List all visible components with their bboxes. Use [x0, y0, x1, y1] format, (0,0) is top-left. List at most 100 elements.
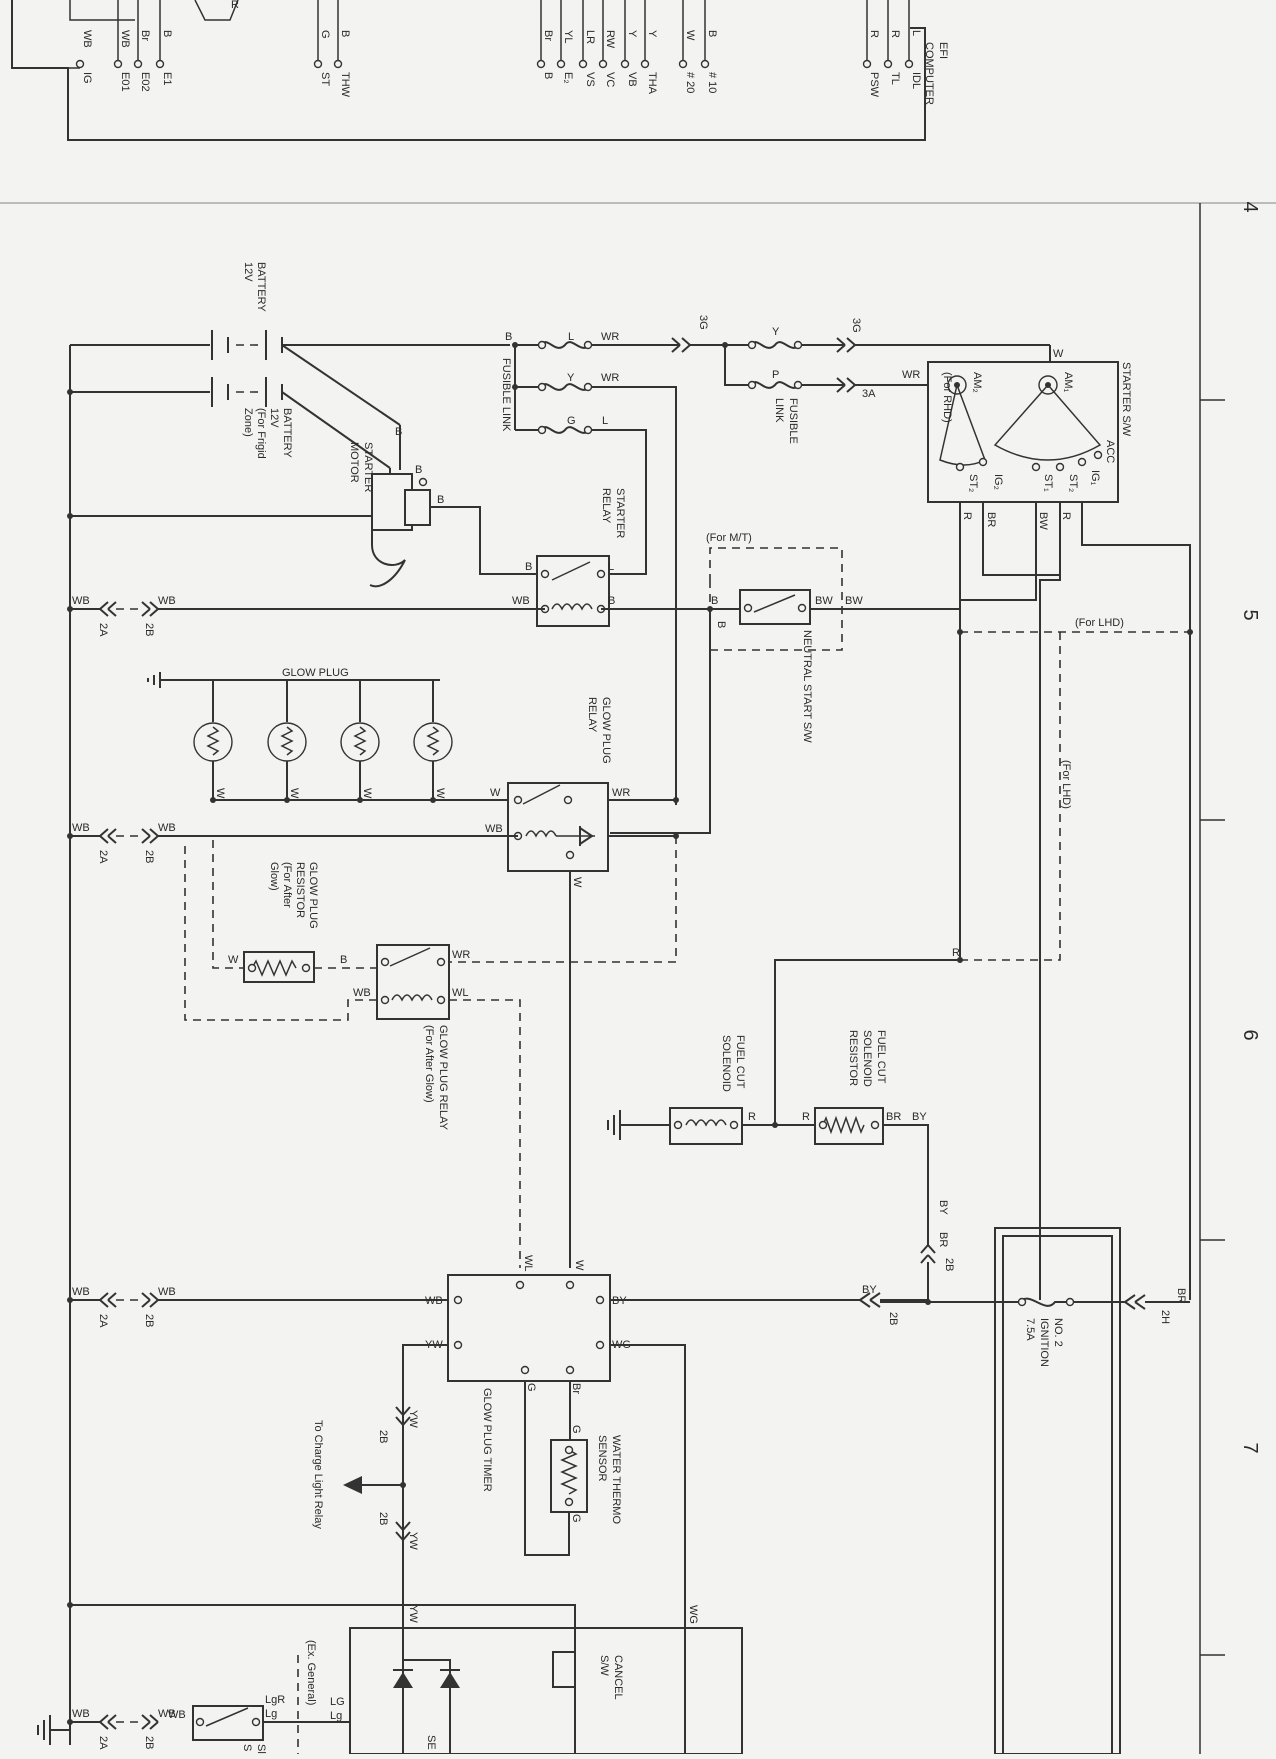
glow-plug-element: [340, 722, 380, 762]
gpra-label-1: GLOW PLUG RELAY: [437, 1025, 449, 1131]
efi-wire-label: Br: [542, 30, 554, 41]
efi-terminal-label: IG: [81, 72, 93, 84]
wts-label-2: SENSOR: [596, 1435, 608, 1482]
connector-2B: [141, 601, 159, 617]
wb-row-junction: [67, 1719, 73, 1725]
efi-terminal-pin: [700, 59, 710, 69]
wire-label: R: [748, 1111, 756, 1123]
connector-2A-label: 2A: [97, 1736, 109, 1750]
glow-plug-element: [267, 722, 307, 762]
efi-terminal-pin: [598, 59, 608, 69]
connector-2A: [99, 828, 117, 844]
starter-motor: STARTER MOTOR B B: [67, 425, 540, 588]
wts-label-1: WATER THERMO: [610, 1435, 622, 1524]
gpr-label-2: RESISTOR: [294, 862, 306, 918]
efi-terminal-label: # 20: [684, 72, 696, 93]
wire-label: Lg: [330, 1710, 342, 1722]
wire-label: B: [525, 561, 532, 573]
wire-label: G: [567, 415, 576, 427]
efi-wire-label: RW: [604, 30, 616, 49]
glow-plug-element: [413, 722, 453, 762]
wire-label: B: [711, 595, 718, 607]
efi-title-1: EFI: [937, 42, 949, 59]
connector-2A-label: 2A: [97, 1314, 109, 1328]
connector-2B-label: 2B: [143, 850, 155, 863]
fcs-label-2: SOLENOID: [720, 1035, 732, 1092]
glow-plug-coil: [280, 726, 294, 756]
wire-label: W: [228, 954, 239, 966]
starter-motor-label-2: MOTOR: [348, 442, 360, 483]
glow-plug-timer: WL W WB BY YW WG G Br GLOW PLUG TIMER BY…: [402, 1255, 928, 1754]
ex-general-label: (Ex. General): [305, 1640, 317, 1705]
wire-label: LG: [330, 1696, 345, 1708]
wire-label: W: [571, 877, 583, 888]
wire-label: Y: [772, 326, 780, 338]
fcs-label-1: FUEL CUT: [734, 1035, 746, 1089]
efi-terminal-label: VC: [604, 72, 616, 87]
connector-3G-b: 3G: [850, 318, 862, 333]
neutral-note: (For M/T): [706, 532, 752, 544]
starter-relay-label-1: STARTER: [614, 488, 626, 538]
efi-terminal-pin: [313, 59, 323, 69]
glow-plug-element: [193, 722, 233, 762]
term-ST1: ST₁: [1042, 474, 1054, 492]
efi-wire-label: Y: [646, 30, 658, 38]
water-thermo-sensor: G G WATER THERMO SENSOR: [525, 1425, 622, 1556]
wire-label: WR: [902, 369, 920, 381]
fusible-link: L WR Y WR G L FUSIBLE LINK B: [500, 331, 677, 805]
wire-label: YW: [407, 1532, 419, 1550]
efi-wire-label: B: [339, 30, 351, 37]
wire-label: B: [395, 426, 402, 438]
efi-terminal-label: VB: [626, 72, 638, 87]
bottom-se: SE: [425, 1735, 437, 1750]
glow-plug-coil: [426, 726, 440, 756]
connector-2B-timer: 2B: [887, 1312, 899, 1325]
glow-plug-coil: [206, 726, 220, 756]
wire-label: BW: [845, 595, 863, 607]
efi-terminal-label: E₂: [562, 72, 574, 84]
wire-label-wb-left: WB: [72, 595, 90, 607]
efi-terminal-label: ST: [319, 72, 331, 86]
wire-label: WB: [425, 1295, 443, 1307]
wire-label: WB: [512, 595, 530, 607]
wire-label: R: [1060, 512, 1072, 520]
wire-label-w: W: [288, 788, 300, 799]
connector-2H: 2H: [1159, 1310, 1171, 1324]
wire-label: B: [715, 621, 727, 628]
wire-label-w: W: [434, 788, 446, 799]
fusible-link-label: FUSIBLE LINK: [500, 358, 512, 432]
connector-2A: [99, 1292, 117, 1308]
term-ST2: ST₂: [1067, 474, 1079, 492]
wire-label: WB: [168, 1709, 186, 1721]
wire-label: WG: [687, 1605, 699, 1624]
connector-2A-label: 2A: [97, 623, 109, 637]
wire-label: BY: [862, 1284, 877, 1296]
wire-label: WR: [612, 787, 630, 799]
efi-wire-label: R: [868, 30, 880, 38]
wire-label: BW: [1037, 512, 1049, 530]
wire-label: P: [772, 369, 779, 381]
glow-plug-coil: [353, 726, 367, 756]
efi-cut-label: R: [231, 0, 239, 11]
lhd-note-1: (For LHD): [1075, 617, 1124, 629]
zone-4: 4: [1239, 201, 1261, 212]
wire-label: R: [802, 1111, 810, 1123]
glow-plug-relay-after-glow: WR WL WB GLOW PLUG RELAY (For After Glow…: [184, 840, 521, 1268]
wire-label: WR: [601, 331, 619, 343]
efi-terminal-label: E02: [139, 72, 151, 92]
term-AM1: AM₁: [1062, 372, 1074, 393]
glow-plug-label: GLOW PLUG: [282, 667, 349, 679]
wb-row-junction: [67, 1297, 73, 1303]
starter-sw-rhd-note: (For RHD): [941, 372, 953, 423]
efi-wire-label: W: [684, 30, 696, 41]
cancel-label-2: S/W: [598, 1655, 610, 1676]
ignition-label-3: 7.5A: [1024, 1318, 1036, 1341]
lhd-note-2: (For LHD): [1060, 760, 1072, 809]
battery-frigid-zone: BATTERY 12V (For Frigid Zone) B: [70, 344, 402, 469]
wire-label: Lg: [265, 1708, 277, 1720]
efi-terminal-pin: [883, 59, 893, 69]
term-IG2: IG₂: [992, 474, 1004, 490]
wire-label-w: W: [361, 788, 373, 799]
